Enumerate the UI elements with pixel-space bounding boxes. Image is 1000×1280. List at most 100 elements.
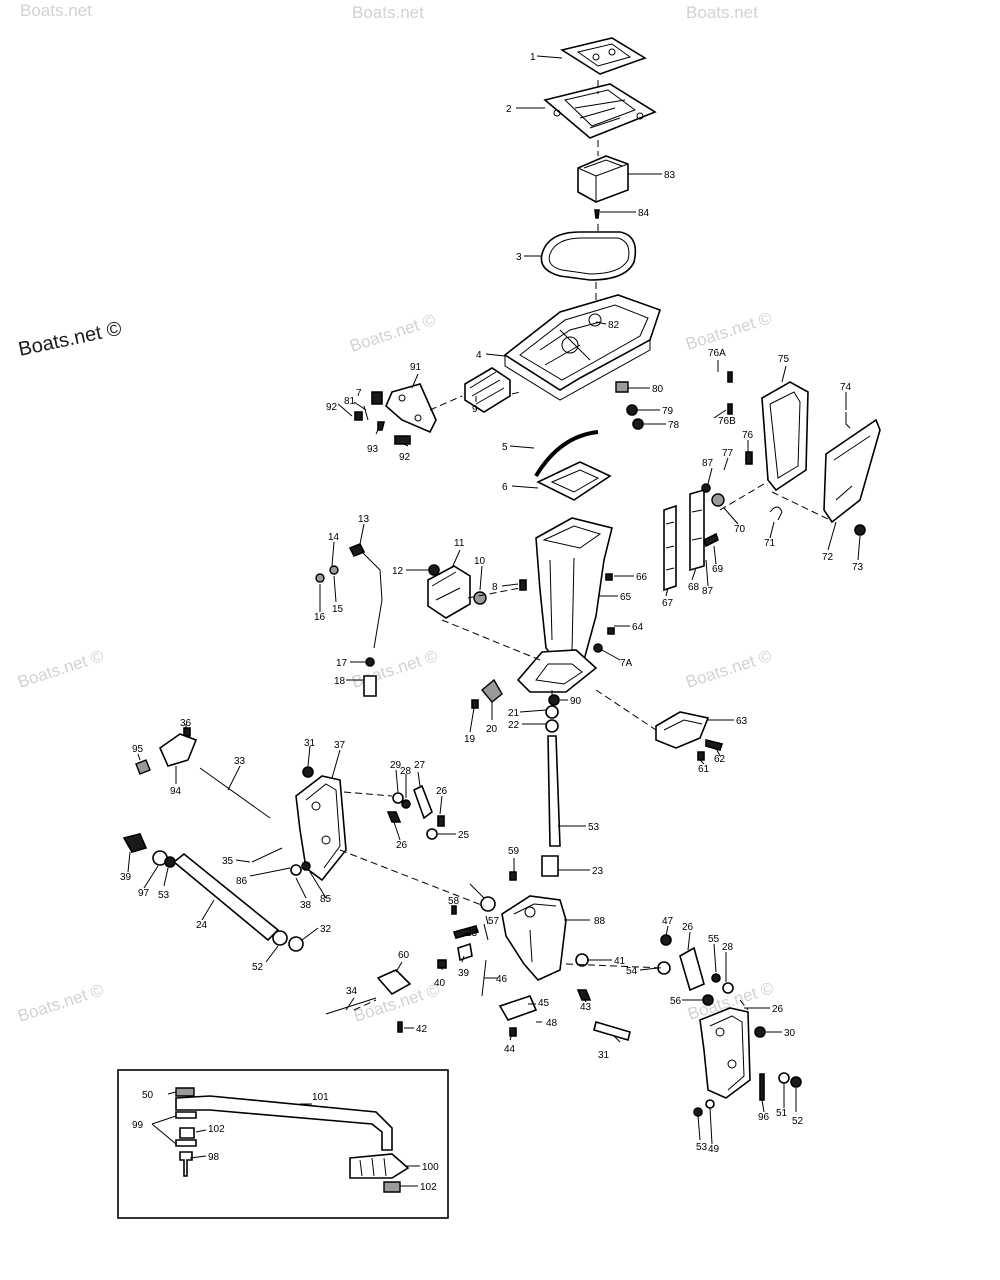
- watermark: Boats.net ©: [15, 980, 106, 1026]
- leader-lines: [127, 55, 861, 1145]
- gasket-part: [559, 37, 647, 75]
- nut-part: [854, 524, 866, 536]
- spring-part: [845, 412, 851, 429]
- part-label: 86: [236, 876, 248, 887]
- part-label: 26: [396, 840, 408, 851]
- part-label: 47: [662, 916, 674, 927]
- part-label: 96: [758, 1112, 770, 1123]
- part-label: 26: [772, 1004, 784, 1015]
- nut-part: [509, 1027, 517, 1037]
- part-label: 79: [662, 406, 674, 417]
- part-label: 75: [778, 354, 790, 365]
- washer-part: [175, 1111, 197, 1119]
- grommet-part: [365, 657, 375, 667]
- part-labels: 12838438249917819293928079785676A757476B…: [120, 52, 864, 1193]
- washer-part: [175, 1139, 197, 1147]
- ring-gasket-part: [540, 231, 637, 281]
- part-label: 76: [742, 430, 754, 441]
- part-label: 14: [328, 532, 340, 543]
- washer-part: [701, 483, 711, 493]
- part-label: 76B: [718, 416, 736, 427]
- part-label: 34: [346, 986, 358, 997]
- part-label: 29: [390, 760, 402, 771]
- part-label: 102: [208, 1124, 225, 1135]
- part-label: 23: [592, 866, 604, 877]
- nut-part: [693, 1107, 703, 1117]
- part-label: 24: [196, 920, 208, 931]
- screw-part: [660, 934, 672, 946]
- part-label: 17: [336, 658, 348, 669]
- part-label: 38: [300, 900, 312, 911]
- pin-part: [386, 811, 402, 823]
- part-label: 9: [472, 404, 478, 415]
- part-label: 18: [334, 676, 346, 687]
- parts-drawings: [122, 37, 881, 1117]
- part-label: 52: [792, 1116, 804, 1127]
- part-label: 2: [506, 104, 512, 115]
- pin-part: [576, 989, 592, 1001]
- nut-part: [697, 751, 705, 761]
- part-label: 76A: [708, 348, 726, 359]
- washer-part: [722, 982, 734, 994]
- grip-part: [349, 1153, 410, 1179]
- part-label: 26: [682, 922, 694, 933]
- bracket-part: [385, 383, 437, 434]
- part-label: 102: [420, 1182, 437, 1193]
- liner-part: [689, 488, 705, 572]
- part-label: 92: [326, 402, 338, 413]
- bearing-part: [548, 694, 560, 706]
- part-label: 94: [170, 786, 182, 797]
- part-label: 48: [546, 1018, 558, 1029]
- part-label: 40: [434, 978, 446, 989]
- inset-frame: [117, 1069, 449, 1219]
- part-label: 49: [708, 1144, 720, 1155]
- part-label: 33: [234, 756, 246, 767]
- lower-cover-part: [823, 418, 881, 524]
- rod-end-part: [348, 542, 366, 558]
- part-label: 26: [436, 786, 448, 797]
- part-label: 45: [538, 998, 550, 1009]
- cap-part: [288, 936, 304, 952]
- nut-part: [754, 1026, 766, 1038]
- cap-part: [175, 1087, 195, 1097]
- watermark: Boats.net ©: [349, 646, 440, 692]
- part-label: 51: [776, 1108, 788, 1119]
- cap-part: [383, 1181, 401, 1193]
- part-label: 39: [458, 968, 470, 979]
- part-label: 70: [734, 524, 746, 535]
- part-label: 36: [180, 718, 192, 729]
- part-label: 32: [320, 924, 332, 935]
- part-label: 53: [158, 890, 170, 901]
- bolt-part: [452, 925, 480, 939]
- nut-part: [428, 564, 440, 576]
- part-label: 44: [504, 1044, 516, 1055]
- part-label: 97: [138, 888, 150, 899]
- part-label: 8: [492, 582, 498, 593]
- exhaust-plate-part: [503, 294, 662, 401]
- lower-mount-part: [427, 565, 471, 619]
- gasket-part: [536, 461, 612, 501]
- centerlines: [339, 80, 831, 1011]
- bolt-part: [703, 532, 719, 548]
- spring-part: [315, 573, 325, 583]
- bolt-part: [179, 1151, 193, 1177]
- bushing-part: [473, 591, 487, 605]
- part-label: 65: [620, 592, 632, 603]
- link-part: [413, 784, 433, 820]
- screw-part: [594, 209, 600, 219]
- driveshaft-housing-part: [516, 517, 613, 693]
- part-label: 59: [508, 846, 520, 857]
- washer-part: [778, 1072, 790, 1084]
- part-label: 3: [516, 252, 522, 263]
- part-label: 46: [496, 974, 508, 985]
- part-label: 98: [208, 1152, 220, 1163]
- part-label: 37: [334, 740, 346, 751]
- pin-part: [483, 923, 489, 941]
- bolt-part: [605, 573, 613, 581]
- part-label: 64: [632, 622, 644, 633]
- part-label: 6: [502, 482, 508, 493]
- part-label: 28: [722, 942, 734, 953]
- part-label: 35: [222, 856, 234, 867]
- nut-part: [790, 1076, 802, 1088]
- part-label: 80: [652, 384, 664, 395]
